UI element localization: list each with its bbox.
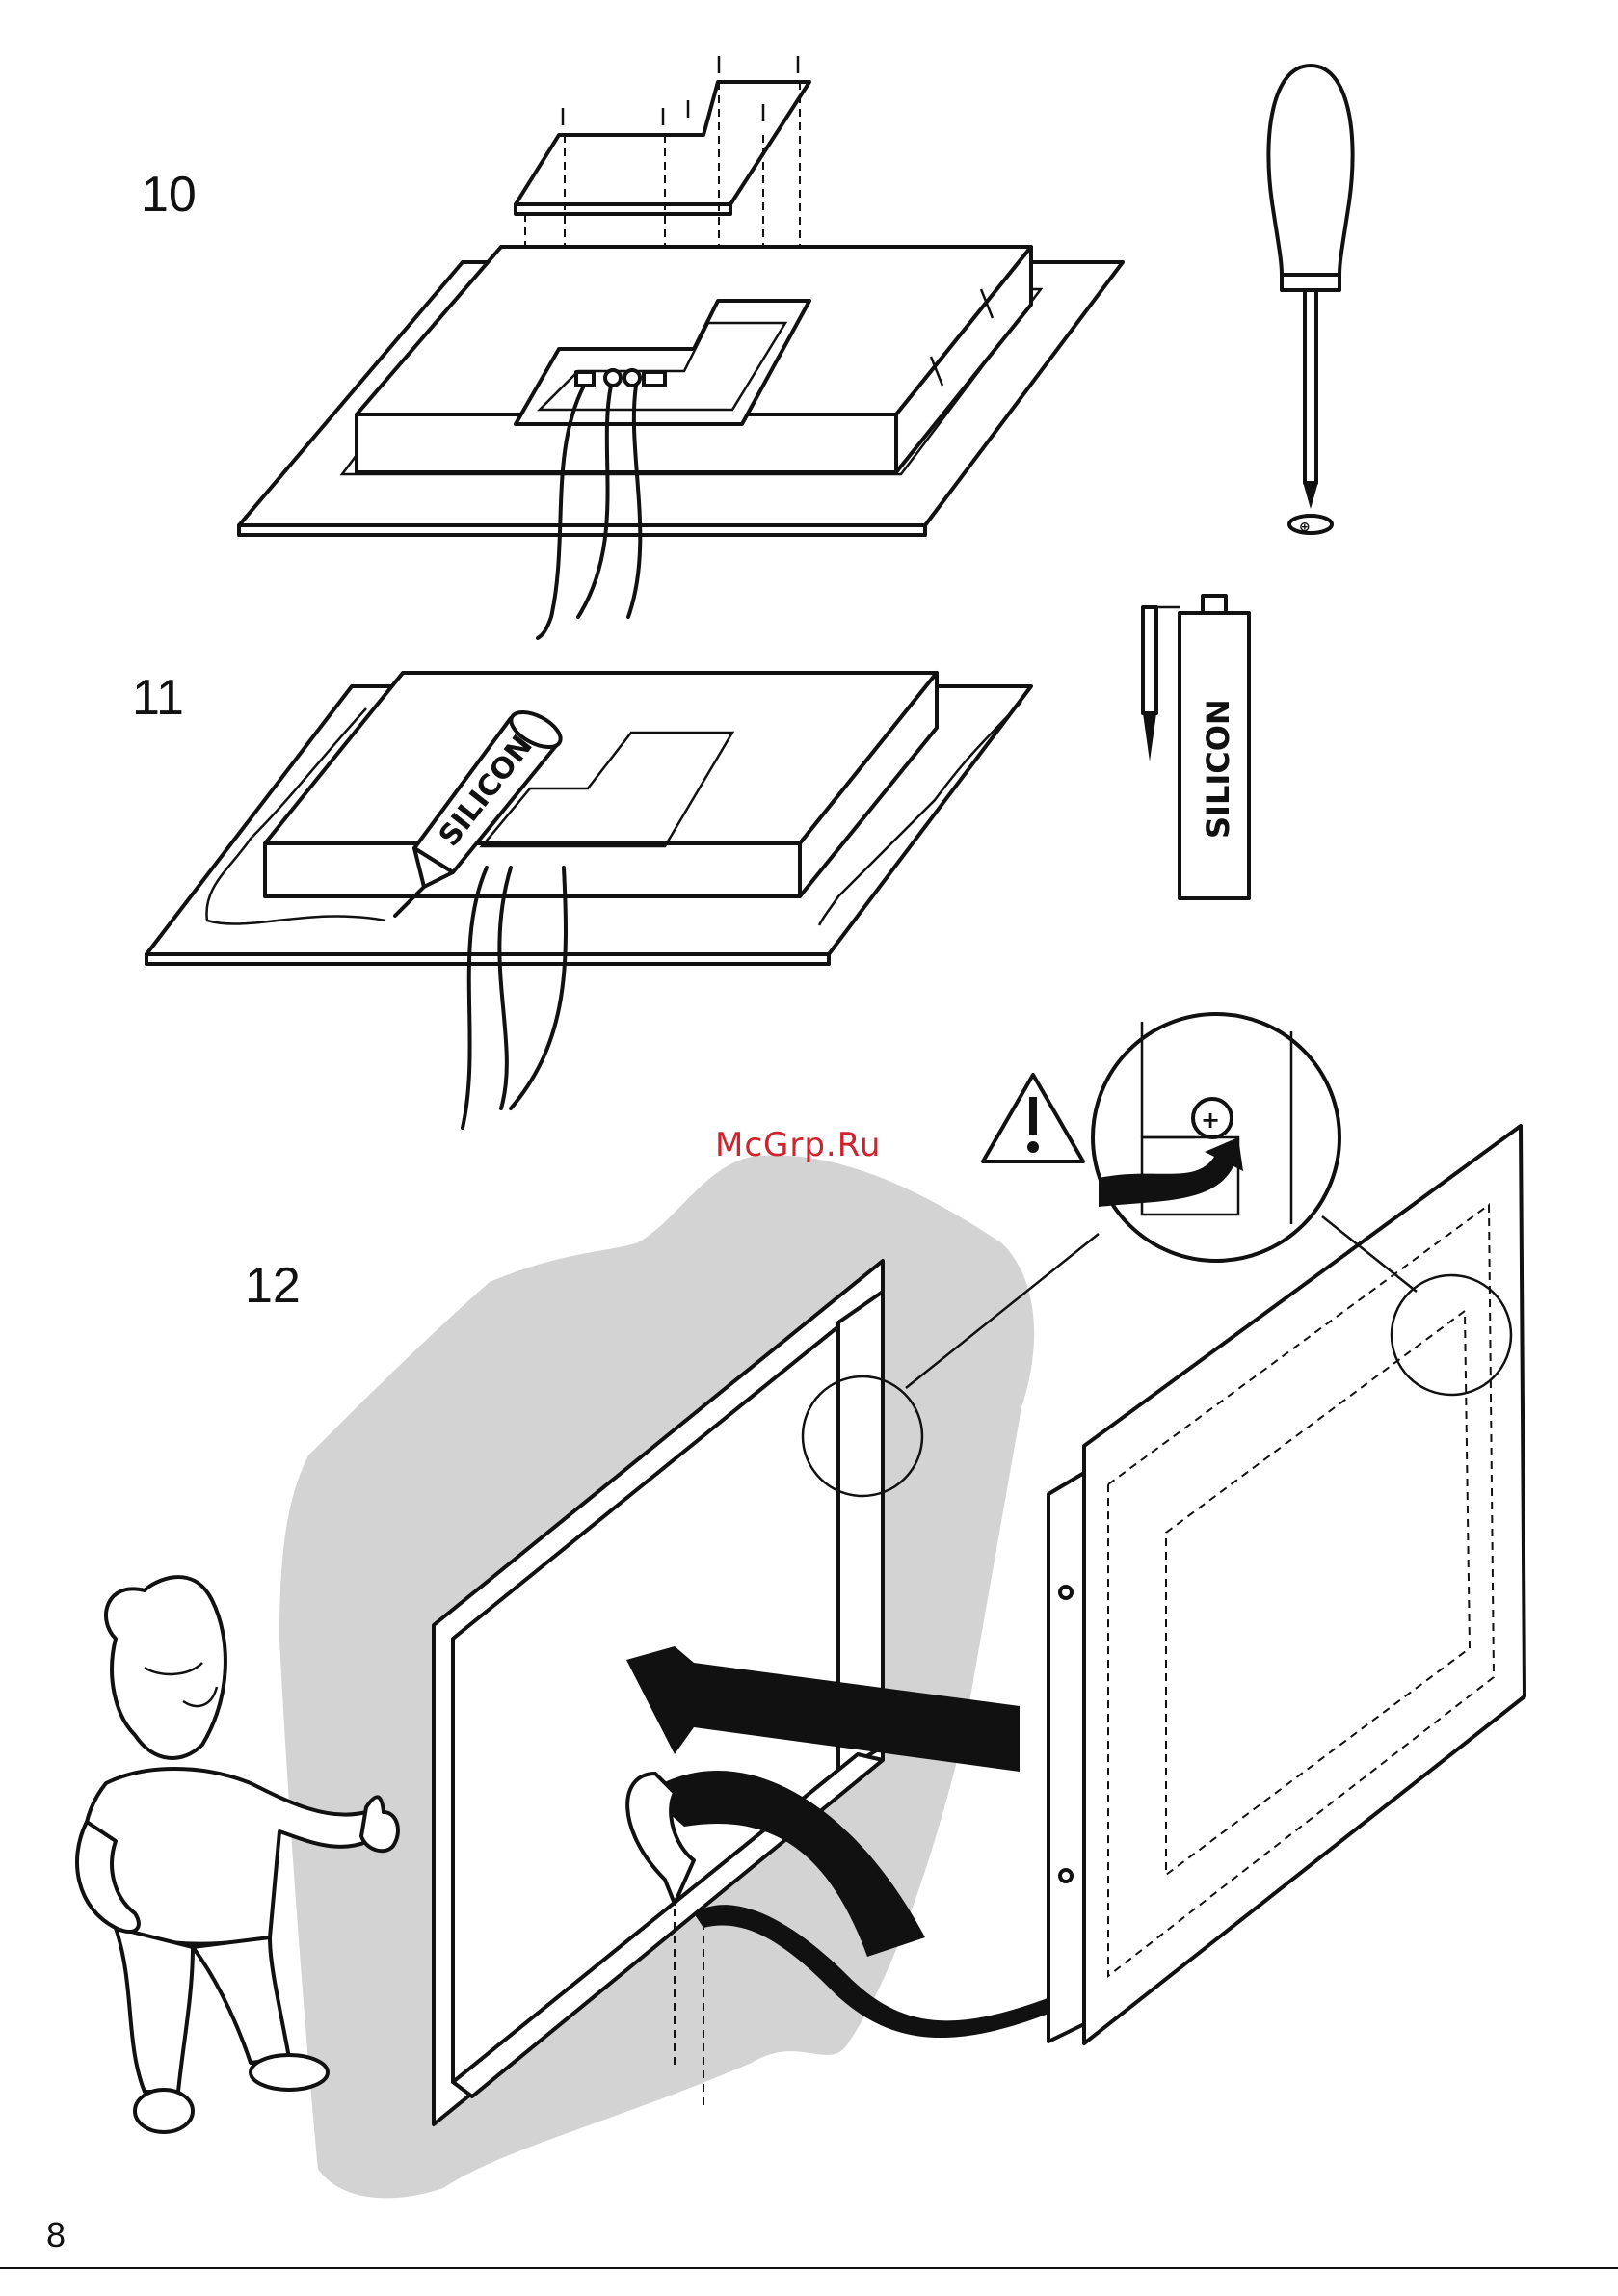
step-number-12: 12 [245,1261,301,1311]
page-number: 8 [46,2215,66,2256]
warning-triangle-icon [983,1075,1083,1161]
phillips-icon: ⊕ [1299,520,1311,535]
cover-plate [516,56,809,214]
step-10-illustration [239,56,1123,638]
connector-ports [576,370,665,386]
screwdriver-icon: ⊕ [1268,66,1352,535]
step-11-illustration: SILICON [146,673,1031,1128]
silicone-cartridge-icon: SILICON [1143,596,1249,898]
watermark: McGrp.Ru [715,1126,881,1164]
step-number-11: 11 [132,673,184,723]
silicone-cartridge-label: SILICON [1200,699,1236,839]
step-12-illustration: + [77,1014,1525,2198]
svg-text:+: + [1201,1107,1220,1134]
step-number-10: 10 [141,170,197,220]
bottom-rule [0,2267,1618,2269]
